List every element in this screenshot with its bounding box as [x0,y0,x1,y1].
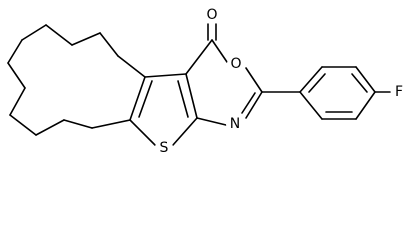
bond [35,119,65,136]
atom-label-fluorine: F [395,84,403,100]
bond [245,91,263,119]
atom-label-nitrogen: N [230,116,240,132]
bond [299,91,323,120]
atom-label-sulfur: S [160,140,169,156]
bond [211,39,228,63]
bond [45,24,73,46]
atom-label-carbonyl-oxygen: O [206,7,217,23]
bond [355,66,376,93]
bond [351,73,368,93]
bond [241,92,256,114]
bond [117,55,146,78]
bond [7,62,26,89]
bond [9,87,26,116]
bond [9,114,37,136]
bond [138,80,153,118]
bond [299,66,323,93]
oxazinone-ring [185,23,263,126]
molecule-structure: O O N S F [7,7,403,157]
bond [185,73,198,119]
cyclododecane-ring [7,24,146,136]
bond [71,32,101,46]
bond [144,73,187,78]
bond [63,119,93,129]
bond [308,73,326,93]
bond [129,119,156,146]
bond [129,76,146,121]
atom-label-ring-oxygen: O [230,56,241,72]
bond [196,117,227,126]
bond [21,24,47,41]
bond [7,39,23,64]
bond [355,91,376,120]
bond [185,39,213,75]
bond [245,67,263,93]
thiophene-ring [129,73,198,146]
bond [172,117,198,146]
bond [177,80,189,118]
fluorophenyl-ring [299,66,391,120]
bond [91,119,131,129]
bond [99,32,119,57]
